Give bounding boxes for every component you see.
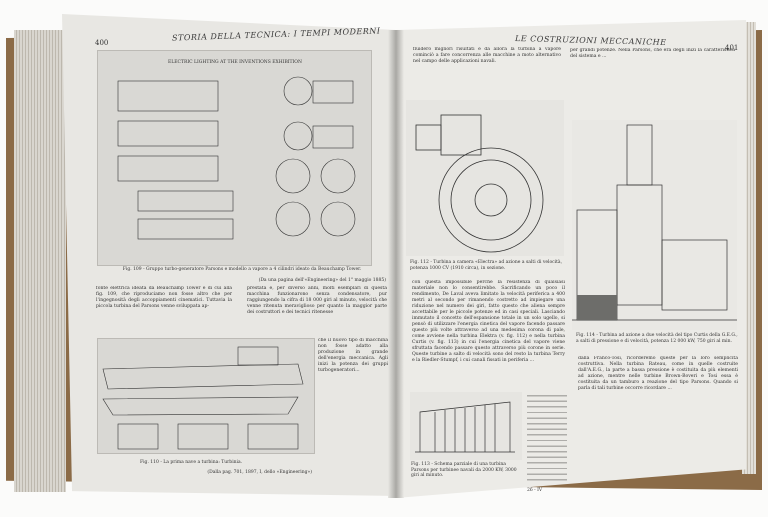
figure-110-caption: Fig. 110 - La prima nave a turbina: Turb…	[140, 460, 243, 465]
curtis-turbine-section	[572, 124, 737, 321]
figure-114	[572, 120, 737, 330]
right-text-top-right: per grandi potenze. Nella Parsons, che e…	[570, 48, 735, 59]
turbinia-ship-drawings	[102, 346, 304, 450]
book-gutter	[388, 30, 404, 498]
page-number-right: 401	[725, 44, 739, 52]
figure-109-source: (Da una pagina dell'«Engineering» del 1°…	[258, 278, 386, 283]
figure-114-caption: Fig. 114 - Turbina ad azione a due veloc…	[576, 333, 738, 344]
left-text-col2b: che il nuovo tipo di macchina non fosse …	[318, 338, 388, 373]
figure-109-caption: Fig. 109 - Gruppo turbo-generatore Parso…	[122, 267, 362, 272]
left-text-col2: prestata e, per diverso anni, molti esem…	[247, 286, 387, 315]
turbo-generator-drawings: ELECTRIC LIGHTING AT THE INVENTIONS EXHI…	[117, 59, 356, 240]
figure-113-caption: Fig. 113 - Schema parziale di una turbin…	[411, 462, 517, 478]
figure-109: ELECTRIC LIGHTING AT THE INVENTIONS EXHI…	[97, 50, 372, 266]
figure-inner-title: ELECTRIC LIGHTING AT THE INVENTIONS EXHI…	[168, 59, 302, 65]
right-text-narrow-col	[527, 395, 567, 483]
right-text-top-left: fluidero migliori risultati e da allora …	[413, 47, 561, 64]
figure-112	[406, 100, 564, 256]
right-text-bottom-right: dalla Franco-Tosi, ricorderemo queste pe…	[578, 356, 738, 391]
page-number-left: 400	[95, 39, 109, 47]
figure-113	[410, 392, 522, 460]
electra-turbine-section	[415, 114, 544, 253]
figure-110	[97, 338, 315, 454]
parsons-turbine-section	[415, 401, 515, 453]
figure-110-source: (Dalla pag. 701, 1897, I, dello «Enginee…	[207, 470, 312, 475]
figure-112-caption: Fig. 112 - Turbina a camera «Electra» ad…	[410, 260, 563, 271]
page-edges-left	[14, 30, 66, 492]
left-text-col1: fonte elettrica ideata da Beauchamp Towe…	[96, 286, 232, 309]
right-text-mid: con questa impossibile perchè la resiste…	[412, 280, 565, 363]
signature-mark: 26 - IV	[527, 488, 543, 493]
